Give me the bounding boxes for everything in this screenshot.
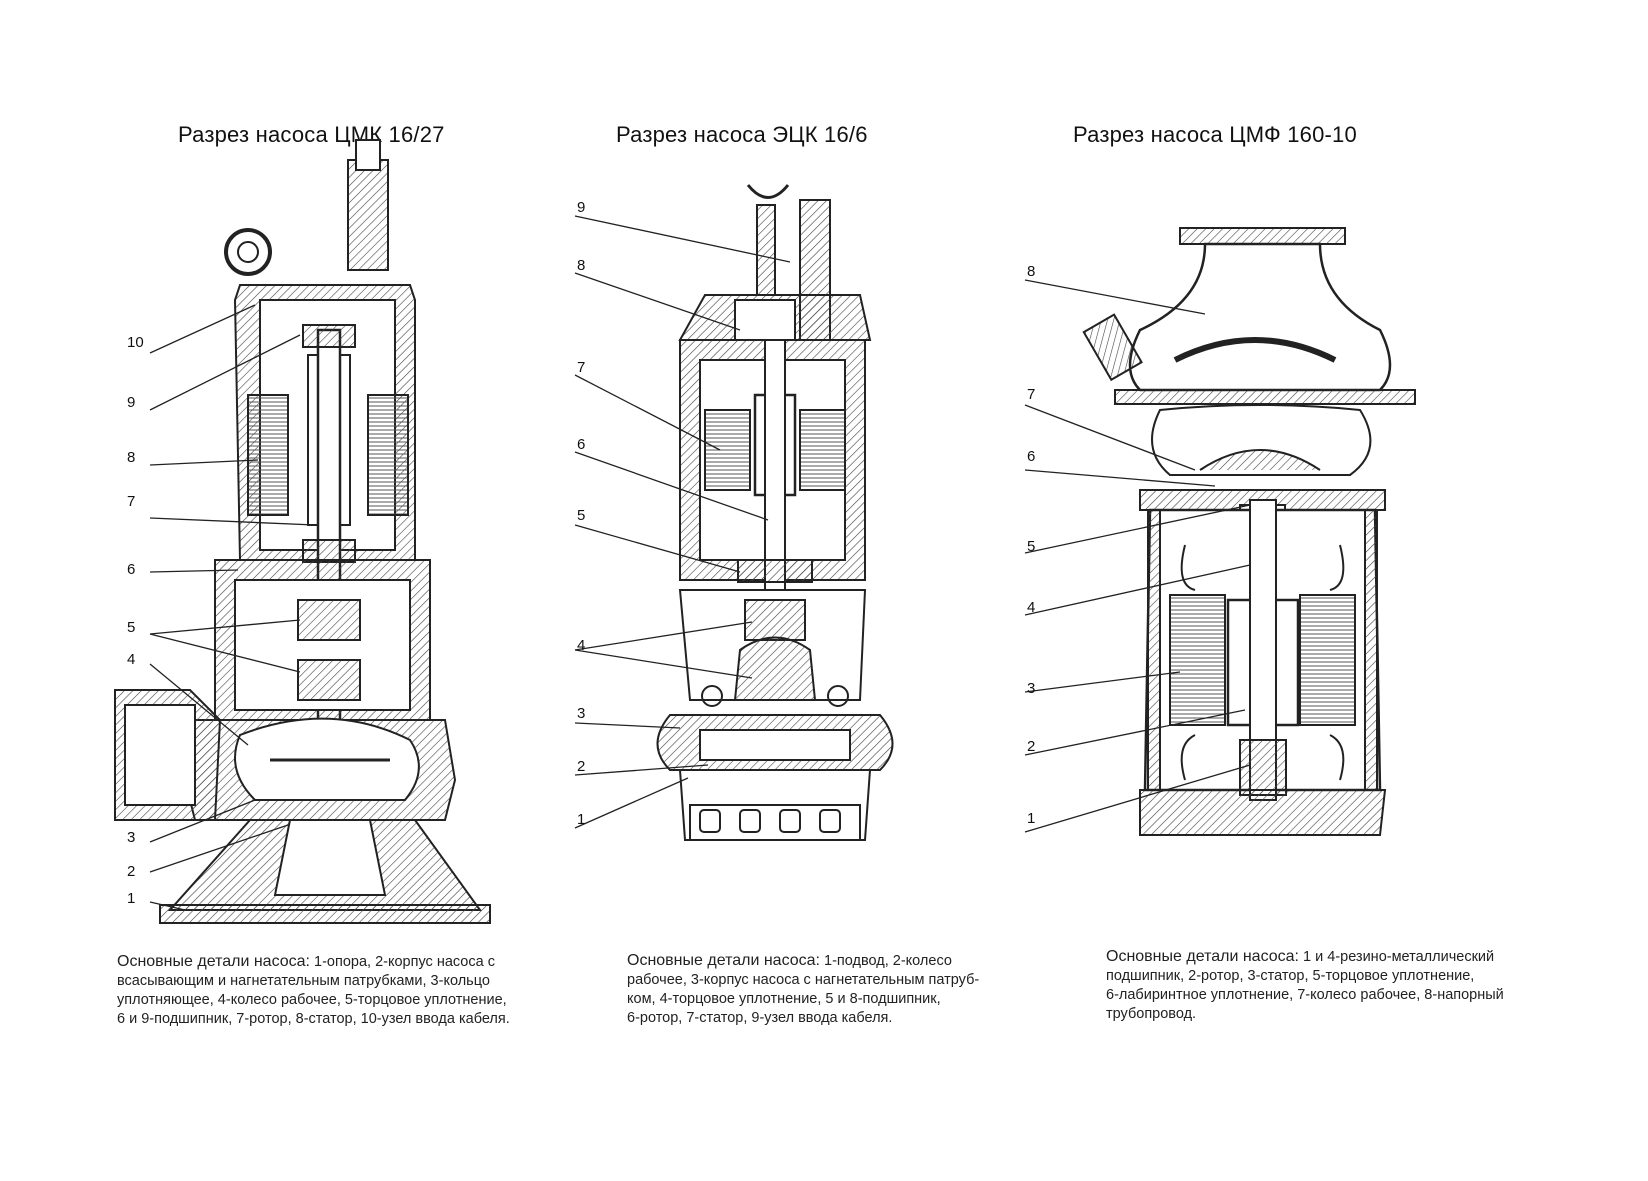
callout-number: 6 (1027, 448, 1035, 465)
callout-number: 8 (577, 257, 585, 274)
pump-1-callout-numbers: 10 9 8 7 6 5 4 3 2 1 (127, 334, 144, 907)
caption-line: трубопровод. (1106, 1006, 1197, 1022)
title-pump-1: Разрез насоса ЦМК 16/27 (178, 122, 445, 147)
callout-number: 4 (577, 637, 585, 654)
pump-2-leader-lines (574, 215, 791, 829)
callout-number: 4 (1027, 599, 1035, 616)
caption-text: 1-подвод, 2-колесо (819, 953, 952, 969)
callout-number: 5 (577, 507, 585, 524)
caption-line: 6-ротор, 7-статор, 9-узел ввода кабеля. (627, 1010, 893, 1026)
pump-3-callout-numbers: 8 7 6 5 4 3 2 1 (1027, 263, 1035, 827)
caption-line: 6-лабиринтное уплотнение, 7-колесо рабоч… (1106, 987, 1504, 1003)
callout-number: 3 (127, 829, 135, 846)
callout-number: 5 (127, 619, 135, 636)
caption-line: Основные детали насоса: 1 и 4-резино-мет… (1106, 947, 1566, 967)
caption-line: ком, 4-торцовое уплотнение, 5 и 8-подшип… (627, 991, 941, 1007)
callout-number: 5 (1027, 538, 1035, 555)
callout-number: 2 (577, 758, 585, 775)
caption-heading: Основные детали насоса: (627, 952, 820, 969)
callout-number: 6 (577, 436, 585, 453)
caption-heading: Основные детали насоса: (117, 953, 310, 970)
pump-3-section-drawing (1082, 227, 1416, 836)
pump-1-section-drawing (114, 139, 491, 924)
title-pump-2: Разрез насоса ЭЦК 16/6 (616, 122, 868, 147)
callout-number: 6 (127, 561, 135, 578)
caption-line: 6 и 9-подшипник, 7-ротор, 8-статор, 10-у… (117, 1011, 510, 1027)
caption-line: Основные детали насоса: 1-подвод, 2-коле… (627, 951, 1047, 971)
callout-number: 3 (577, 705, 585, 722)
pump-1-leader-lines (149, 304, 316, 911)
callout-number: 7 (1027, 386, 1035, 403)
pump-3-leader-lines (1024, 279, 1251, 833)
caption-line: подшипник, 2-ротор, 3-статор, 5-торцовое… (1106, 968, 1475, 984)
callout-number: 2 (1027, 738, 1035, 755)
callout-number: 9 (127, 394, 135, 411)
callout-number: 8 (127, 449, 135, 466)
caption-pump-3: Основные детали насоса: 1 и 4-резино-мет… (1106, 947, 1566, 1024)
caption-heading: Основные детали насоса: (1106, 948, 1299, 965)
caption-line: рабочее, 3-корпус насоса с нагнетательны… (627, 972, 980, 988)
caption-text: 1 и 4-резино-металлический (1298, 949, 1495, 965)
callout-number: 1 (577, 811, 585, 828)
caption-line: Основные детали насоса: 1-опора, 2-корпу… (117, 952, 587, 972)
caption-line: всасывающим и нагнетательным патрубками,… (117, 973, 490, 989)
callout-number: 2 (127, 863, 135, 880)
title-pump-3: Разрез насоса ЦМФ 160-10 (1073, 122, 1357, 147)
caption-line: уплотняющее, 4-колесо рабочее, 5-торцово… (117, 992, 507, 1008)
pump-2-callout-numbers: 9 8 7 6 5 4 3 2 1 (577, 199, 585, 828)
callout-number: 3 (1027, 680, 1035, 697)
caption-pump-2: Основные детали насоса: 1-подвод, 2-коле… (627, 951, 1047, 1028)
callout-number: 7 (127, 493, 135, 510)
callout-number: 7 (577, 359, 585, 376)
caption-text: 1-опора, 2-корпус насоса с (309, 954, 495, 970)
callout-number: 1 (1027, 810, 1035, 827)
caption-pump-1: Основные детали насоса: 1-опора, 2-корпу… (117, 952, 587, 1029)
pump-2-section-drawing (656, 184, 894, 841)
callout-number: 9 (577, 199, 585, 216)
callout-number: 10 (127, 334, 144, 351)
callout-number: 4 (127, 651, 135, 668)
callout-number: 1 (127, 890, 135, 907)
callout-number: 8 (1027, 263, 1035, 280)
